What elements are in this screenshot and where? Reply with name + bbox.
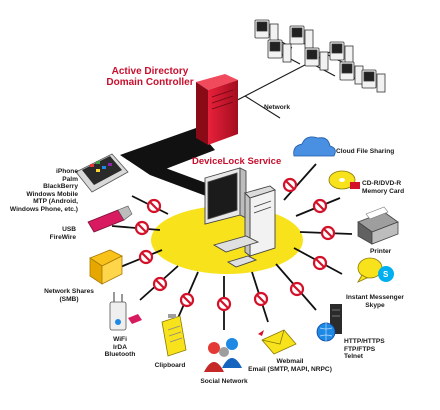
prohibit-icon (282, 177, 298, 193)
webmail-line-1: Webmail (276, 358, 304, 365)
printer-icon (357, 206, 399, 245)
mobile-line-3: BlackBerry (43, 183, 78, 191)
wireless-line-3: Bluetooth (104, 351, 136, 359)
prohibit-icon (320, 225, 336, 241)
workstation-icon (329, 41, 354, 65)
webmail-line-2: Email (SMTP, MAPI, NRPC) (248, 365, 332, 373)
social-network-label: Social Network (200, 378, 248, 385)
prohibit-icon (179, 292, 195, 308)
messenger-label: Instant Messenger Skype (340, 294, 410, 309)
prohibit-icon (146, 198, 162, 214)
folder-icon (89, 249, 123, 285)
prohibit-icon (312, 198, 328, 214)
web-protocols-label: HTTP/HTTPS FTP/FTPS Telnet (344, 338, 385, 361)
chat-bubble-icon: S (357, 257, 394, 283)
mobile-line-6: Windows Phone, etc.) (9, 205, 78, 213)
optical-line-2: Memory Card (362, 187, 405, 195)
usb-line-2: FireWire (49, 233, 76, 241)
workstation-icon (254, 19, 279, 43)
cloud-icon (293, 136, 336, 157)
people-icon (204, 338, 242, 372)
usb-line-1: USB (62, 226, 76, 233)
domain-controller-server-icon (196, 74, 238, 145)
wireless-label: WiFi IrDA Bluetooth (100, 336, 140, 359)
prohibit-icon (138, 249, 154, 265)
domain-controller-title-line2: Domain Controller (106, 77, 194, 88)
workstation-icon (304, 47, 329, 71)
smartphone-icon (75, 153, 129, 193)
group-policies-connector (120, 128, 215, 175)
workstation-icon (339, 61, 364, 85)
network-shares-line-2: (SMB) (59, 295, 79, 303)
clipboard-label: Clipboard (154, 362, 186, 369)
cloud-label: Cloud File Sharing (336, 148, 395, 155)
wireless-line-1: WiFi (113, 336, 127, 343)
clipboard-icon (161, 314, 187, 357)
web-protocols-line-1: HTTP/HTTPS (344, 338, 385, 345)
mobile-line-1: iPhone (56, 168, 78, 175)
prohibit-icon (289, 281, 305, 297)
prohibit-icon (152, 276, 168, 292)
network-label: Network (264, 104, 291, 111)
group-policies-connector-lower (150, 166, 214, 196)
optical-label: CD-R/DVD-R Memory Card (362, 180, 404, 195)
envelope-icon (258, 329, 297, 355)
usb-drive-icon (87, 205, 133, 233)
workstation-icon (289, 25, 314, 49)
messenger-line-1: Instant Messenger (346, 294, 404, 301)
prohibit-icon (134, 220, 150, 236)
prohibit-icon (312, 255, 328, 271)
web-protocols-line-2: FTP/FTPS (344, 345, 376, 353)
network-shares-label: Network Shares (SMB) (34, 288, 104, 303)
usb-label: USB FireWire (36, 226, 76, 241)
mobile-line-5: MTP (Android, (33, 198, 78, 206)
webmail-label: Webmail Email (SMTP, MAPI, NRPC) (248, 358, 332, 373)
prohibit-icon (216, 296, 232, 312)
printer-label: Printer (370, 248, 392, 255)
network-shares-line-1: Network Shares (44, 288, 94, 295)
devicelock-service-title: DeviceLock Service (192, 156, 282, 167)
messenger-line-2: Skype (365, 301, 385, 309)
domain-controller-title-line1: Active Directory (111, 66, 189, 77)
network-workstations (254, 19, 386, 93)
mobile-label: iPhone Palm BlackBerry Windows Mobile MT… (6, 168, 78, 214)
wireless-line-2: IrDA (113, 343, 127, 351)
optical-line-1: CD-R/DVD-R (362, 180, 402, 187)
domain-controller-title: Active Directory Domain Controller (102, 66, 198, 88)
prohibit-icon (253, 291, 269, 307)
workstation-icon (267, 39, 292, 63)
disc-icon (328, 170, 360, 190)
mobile-line-4: Windows Mobile (26, 190, 78, 198)
devicelock-workstation-icon (204, 167, 276, 268)
svg-text:S: S (383, 270, 389, 279)
workstation-icon (361, 69, 386, 93)
prohibition-icons (134, 177, 336, 312)
mobile-line-2: Palm (62, 175, 78, 183)
web-protocols-line-3: Telnet (344, 353, 363, 361)
wifi-router-icon (109, 292, 142, 331)
globe-server-icon (316, 304, 342, 342)
